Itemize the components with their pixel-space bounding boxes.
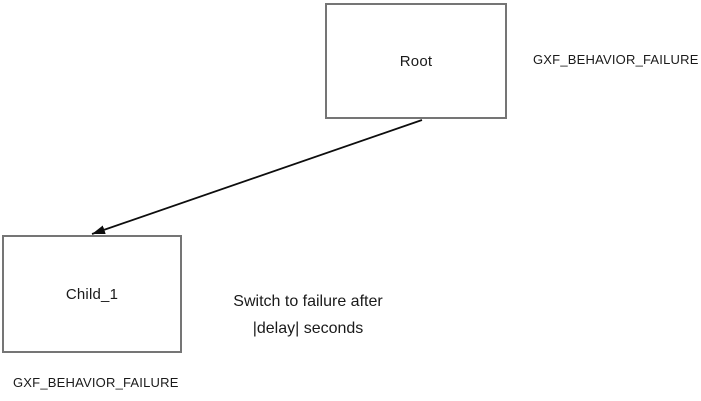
edge-annotation-line1: Switch to failure after	[233, 293, 383, 310]
child-status-label: GXF_BEHAVIOR_FAILURE	[13, 375, 179, 390]
node-child-1: Child_1	[2, 235, 182, 353]
edge-annotation-line2: |delay| seconds	[252, 320, 364, 337]
edge-annotation: Switch to failure after |delay| seconds	[203, 288, 413, 342]
node-child-1-label: Child_1	[65, 285, 119, 303]
node-root: Root	[325, 3, 507, 119]
node-root-label: Root	[399, 52, 433, 70]
edge-line	[91, 119, 423, 235]
root-status-label: GXF_BEHAVIOR_FAILURE	[533, 52, 699, 67]
